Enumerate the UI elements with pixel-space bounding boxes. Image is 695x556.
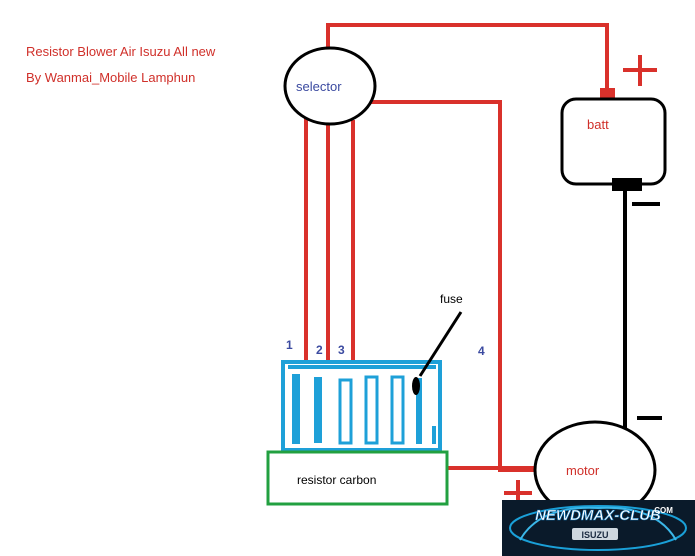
battery-label: batt [587,117,609,132]
watermark-suffix: .COM [652,506,673,515]
battery-plus-sign [623,55,657,86]
diagram-author: By Wanmai_Mobile Lamphun [26,70,196,85]
resistor-element-2 [314,377,322,443]
newdmax-club-logo: NEWDMAX-CLUB .COM ISUZU [502,500,695,556]
wire-number-4: 4 [478,344,485,358]
selector-label: selector [296,79,342,94]
watermark-badge: ISUZU [582,530,609,540]
diagram-title: Resistor Blower Air Isuzu All new [26,44,216,59]
resistor-element-1 [292,374,300,444]
resistor-carbon-block [266,450,449,506]
resistor-element-3 [338,378,353,445]
fuse-label: fuse [440,292,463,306]
motor-label: motor [566,463,600,478]
resistor-element-5 [390,375,405,445]
watermark-brand: NEWDMAX-CLUB [535,507,661,524]
battery [560,97,667,186]
wire-selector-to-battery [326,23,609,92]
resistor-element-4 [364,375,379,445]
wire-number-3: 3 [338,343,345,357]
resistor-carbon-label: resistor carbon [297,473,377,487]
fuse-pointer [418,311,463,377]
wire-number-1: 1 [286,338,293,352]
selector-switch [283,46,377,126]
resistor-block [281,360,442,452]
resistor-element-6 [416,378,422,444]
battery-plus-terminal [600,88,615,100]
fuse-marker [412,377,420,395]
wire-number-2: 2 [316,343,323,357]
battery-minus-terminal [612,178,642,191]
resistor-element-7 [432,426,436,444]
